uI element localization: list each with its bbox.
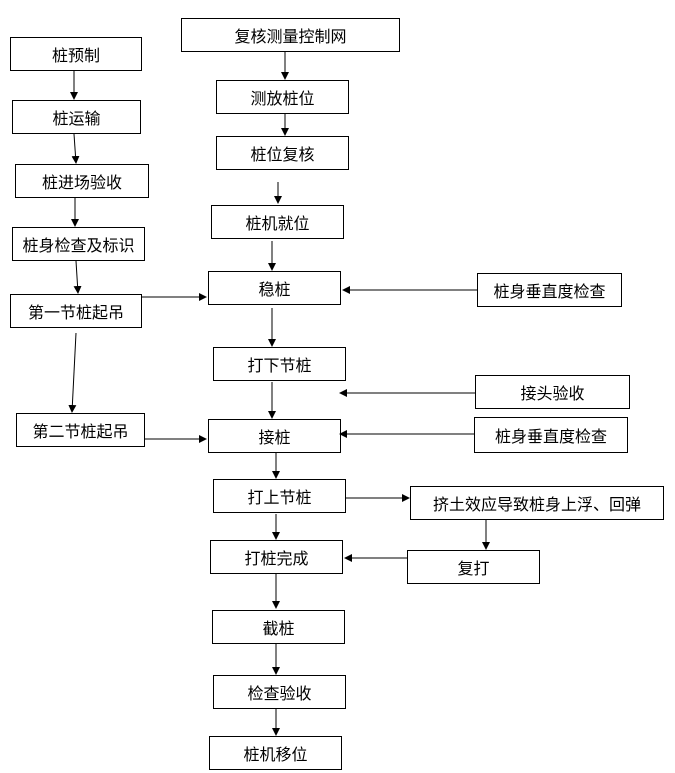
lift-first-section-box: 第一节桩起吊 <box>10 294 142 328</box>
drive-upper-pile-box: 打上节桩 <box>213 479 346 513</box>
inspection-acceptance-box: 检查验收 <box>213 675 346 709</box>
site-entry-acceptance-box: 桩进场验收 <box>15 164 149 198</box>
redrive-box: 复打 <box>407 550 540 584</box>
joint-acceptance-box: 接头验收 <box>475 375 630 409</box>
move-pile-driver-box: 桩机移位 <box>209 736 342 770</box>
set-out-pile-position-box: 测放桩位 <box>216 80 349 114</box>
stabilize-pile-box: 稳桩 <box>208 271 341 305</box>
cut-pile-box: 截桩 <box>212 610 345 644</box>
arrow-check-to-lift1 <box>73 260 82 294</box>
pile-prefabrication-box: 桩预制 <box>10 37 142 71</box>
lift-second-section-box: 第二节桩起吊 <box>16 413 145 447</box>
recheck-control-network-box: 复核测量控制网 <box>181 18 400 52</box>
pile-transport-box: 桩运输 <box>12 100 141 134</box>
driving-complete-box: 打桩完成 <box>210 540 343 574</box>
recheck-pile-position-box: 桩位复核 <box>216 136 349 170</box>
verticality-check-1-box: 桩身垂直度检查 <box>477 273 622 307</box>
arrow-lift1-to-lift2 <box>68 332 77 413</box>
pile-body-check-marking-box: 桩身检查及标识 <box>12 227 145 261</box>
verticality-check-2-box: 桩身垂直度检查 <box>474 417 628 453</box>
drive-lower-pile-box: 打下节桩 <box>213 347 346 381</box>
arrow-transport-to-entry <box>71 133 80 164</box>
splice-pile-box: 接桩 <box>208 419 341 453</box>
pile-driver-in-position-box: 桩机就位 <box>211 205 344 239</box>
soil-squeeze-effect-box: 挤土效应导致桩身上浮、回弹 <box>410 486 664 520</box>
